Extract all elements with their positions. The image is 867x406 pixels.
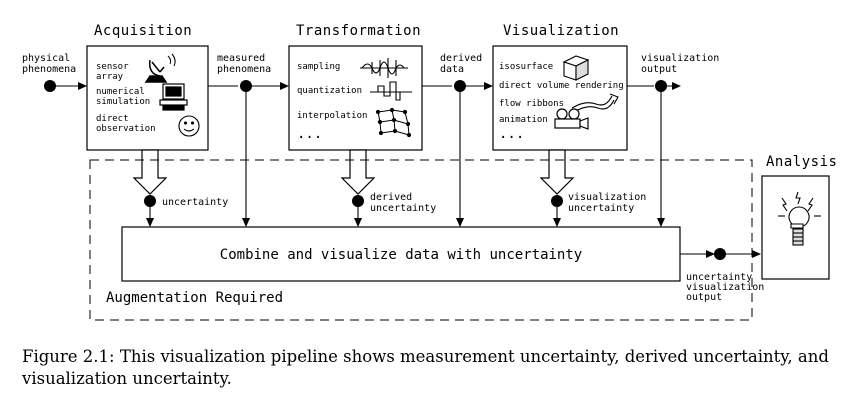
combine-box xyxy=(121,226,681,282)
smiley-face-icon xyxy=(178,115,200,137)
vis-item-isosurface: isosurface xyxy=(499,62,553,72)
augmentation-region xyxy=(89,159,753,321)
vis-item-ellipsis: ... xyxy=(499,126,524,142)
computer-icon xyxy=(159,83,188,111)
acq-item-numerical: numerical xyxy=(96,87,145,97)
label-measured-phenomena: phenomena xyxy=(217,64,271,75)
trans-item-quantization: quantization xyxy=(297,86,362,96)
satellite-dish-icon xyxy=(144,53,176,83)
label-unc-vis-output-3: output xyxy=(686,292,722,303)
acq-item-observation: observation xyxy=(96,124,156,134)
label-vis-uncertainty-1: visualization xyxy=(568,192,646,203)
label-measured: measured xyxy=(217,53,265,64)
trans-item-ellipsis: ... xyxy=(297,126,322,142)
label-derived-uncertainty-1: derived xyxy=(370,192,412,203)
augmentation-label: Augmentation Required xyxy=(106,290,283,306)
label-visualization-output: output xyxy=(641,64,677,75)
trans-item-sampling: sampling xyxy=(297,62,340,72)
visualization-box xyxy=(492,45,628,151)
label-derived-data: data xyxy=(440,64,464,75)
label-unc-vis-output-1: uncertainty xyxy=(686,272,752,283)
label-derived-uncertainty-2: uncertainty xyxy=(370,203,436,214)
ribbon-icon xyxy=(571,93,619,113)
cube-icon xyxy=(562,55,590,81)
acq-item-simulation: simulation xyxy=(96,97,150,107)
vis-item-flow-ribbons: flow ribbons xyxy=(499,99,564,109)
acq-item-sensor: sensor xyxy=(96,62,129,72)
acquisition-box xyxy=(86,45,209,151)
label-uncertainty: uncertainty xyxy=(162,197,228,208)
acq-item-direct: direct xyxy=(96,114,129,124)
label-vis-uncertainty-2: uncertainty xyxy=(568,203,634,214)
combine-box-label: Combine and visualize data with uncertai… xyxy=(220,247,582,263)
label-phenomena: phenomena xyxy=(22,64,76,75)
visualization-heading: Visualization xyxy=(503,23,619,39)
vis-item-dvr: direct volume rendering xyxy=(499,81,624,91)
vis-item-animation: animation xyxy=(499,115,548,125)
label-unc-vis-output-2: visualization xyxy=(686,282,764,293)
lightbulb-icon xyxy=(778,191,821,246)
sampling-wave-icon xyxy=(360,58,408,78)
figure-caption: Figure 2.1: This visualization pipeline … xyxy=(22,347,829,388)
camera-icon xyxy=(554,108,589,130)
trans-item-interpolation: interpolation xyxy=(297,111,367,121)
interpolation-grid-icon xyxy=(375,107,412,138)
label-derived: derived xyxy=(440,53,482,64)
quantization-icon xyxy=(370,81,412,101)
acquisition-heading: Acquisition xyxy=(94,23,192,39)
acq-item-array: array xyxy=(96,72,124,82)
label-visualization: visualization xyxy=(641,53,719,64)
transformation-heading: Transformation xyxy=(296,23,421,39)
flow-nodes xyxy=(44,80,726,260)
uncertainty-block-arrows xyxy=(132,149,575,195)
label-physical: physical xyxy=(22,53,70,64)
analysis-heading: Analysis xyxy=(766,154,837,170)
